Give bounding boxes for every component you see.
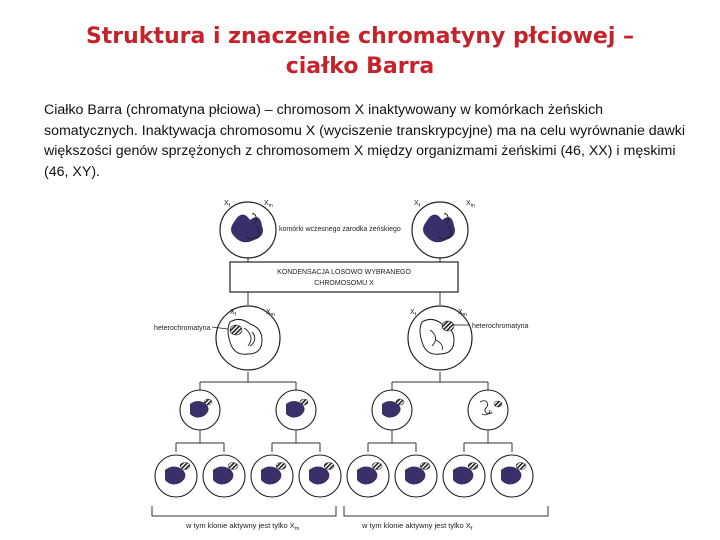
heterochromatin-label-right: heterochromatyna xyxy=(472,323,529,330)
heterochromatin-label-left: heterochromatyna xyxy=(154,325,211,332)
slide-title: Struktura i znaczenie chromatyny płciowe… xyxy=(0,22,720,82)
embryo-cell-right xyxy=(411,201,469,259)
intro-paragraph: Ciałko Barra (chromatyna płciowa) – chro… xyxy=(44,100,694,182)
xm-label-mid-right: Xm xyxy=(458,309,467,318)
condensation-box xyxy=(229,261,459,293)
condensation-box-line-1: KONDENSACJA LOSOWO WYBRANEGO xyxy=(277,269,411,276)
cell-xm-inactivated xyxy=(407,305,473,371)
xm-label-mid-left: Xm xyxy=(266,309,275,318)
xm-label-top-right: Xm xyxy=(466,200,475,209)
condensation-box-line-2: CHROMOSOMU X xyxy=(314,280,374,287)
xf-label-top-right: Xf xyxy=(414,200,421,209)
cell-xf-inactivated xyxy=(215,305,281,371)
intro-term: Ciałko Barra (chromatyna płciowa) xyxy=(44,102,261,118)
intro-text: – chromosom X inaktywowany w komórkach ż… xyxy=(44,102,686,180)
xf-label-mid-left: Xf xyxy=(230,309,237,318)
xm-label-top-left: Xm xyxy=(264,200,273,209)
clone-label-right: w tym klonie aktywny jest tylko Xf xyxy=(361,521,473,532)
embryo-cell-left xyxy=(219,201,277,259)
daughter-cells-row-1 xyxy=(179,389,509,431)
daughter-cells-row-2 xyxy=(154,454,534,498)
clone-label-left: w tym klonie aktywny jest tylko Xm xyxy=(185,521,300,532)
title-line-2: ciałko Barra xyxy=(285,54,435,79)
title-line-1: Struktura i znaczenie chromatyny płciowe… xyxy=(85,24,635,49)
embryo-cells-label: komórki wczesnego zarodka żeńskiego xyxy=(279,226,401,233)
xf-label-mid-right: Xf xyxy=(410,309,417,318)
diagram-connectors xyxy=(151,257,549,517)
xf-label-top-left: Xf xyxy=(224,200,231,209)
